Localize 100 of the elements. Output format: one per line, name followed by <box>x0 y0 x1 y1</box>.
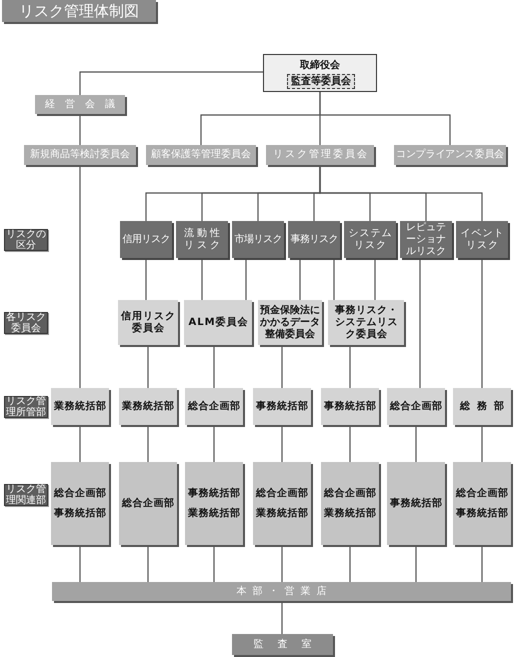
connector-line <box>79 114 81 145</box>
department-box <box>185 388 243 425</box>
risk-category-box <box>120 221 172 258</box>
risk-category-box <box>344 221 396 258</box>
node-label: リスク管理所管部 <box>5 396 47 418</box>
connector-line <box>147 425 149 462</box>
node-label: 総合企画部 <box>54 486 106 500</box>
node-label: 事務統括部 <box>390 496 442 510</box>
node-label: 業務統括部 <box>188 506 240 520</box>
node-label: 事務統括部 <box>324 400 376 412</box>
node-label: 信用リスク委員会 <box>120 310 176 334</box>
node-label: 新規商品等検討委員会 <box>30 149 130 161</box>
committee-box <box>266 145 374 165</box>
node-label: 経営会議 <box>45 98 125 110</box>
node-label: 流動性リスク <box>184 228 224 252</box>
title-banner: リスク管理体制図 <box>2 0 156 22</box>
node-label: レピュテーショナルリスク <box>405 222 447 258</box>
department-box <box>328 300 404 345</box>
node-label: 総務部 <box>460 400 511 412</box>
node-label: 事務リスク・システムリスク委員会 <box>334 304 399 340</box>
connector-line <box>415 545 417 582</box>
connector-line <box>79 545 81 582</box>
connector-line <box>79 71 263 95</box>
connector-line <box>147 545 149 582</box>
department-box <box>51 388 109 425</box>
node-label: 総合企画部 <box>256 486 308 500</box>
connector-line <box>319 92 451 145</box>
connector-line <box>281 425 283 462</box>
node-label: 業務統括部 <box>54 400 106 412</box>
node-label: 事務統括部 <box>256 400 308 412</box>
connector-line <box>201 258 203 300</box>
committee-box <box>35 95 125 114</box>
department-box <box>119 462 177 545</box>
risk-category-box <box>176 221 228 258</box>
node-label: ALM委員会 <box>188 316 249 328</box>
node-label: 信用リスク <box>122 234 170 246</box>
department-box <box>118 300 178 345</box>
node-label: システムリスク <box>348 228 394 252</box>
node-label: コンプライアンス委員会 <box>396 149 504 161</box>
board-box <box>263 54 377 92</box>
node-label: 監査等委員会 <box>291 76 351 88</box>
connector-line <box>147 345 149 388</box>
connector-line <box>281 545 283 582</box>
node-label: 総合企画部 <box>122 496 174 510</box>
node-label: 業務統括部 <box>122 400 174 412</box>
node-label: 事務統括部 <box>54 506 106 520</box>
department-box <box>453 462 511 545</box>
connector-line <box>481 258 483 388</box>
department-box <box>185 462 243 545</box>
node-label: リスクの区分 <box>5 229 47 251</box>
node-label: イベントリスク <box>460 228 506 252</box>
department-box <box>321 388 379 425</box>
node-label: 本部・営業店 <box>236 586 332 598</box>
risk-category-box <box>400 221 452 258</box>
committee-box <box>146 145 256 165</box>
audit-box <box>232 634 333 655</box>
node-label: 総合企画部 <box>188 400 240 412</box>
node-label: 各リスク委員会 <box>5 312 47 334</box>
connector-line <box>374 258 376 300</box>
connector-line <box>281 345 283 388</box>
connector-line <box>419 258 421 388</box>
node-label: 顧客保護等管理委員会 <box>151 149 251 161</box>
connector-line <box>349 545 351 582</box>
connector-line <box>319 165 483 221</box>
node-label: 業務統括部 <box>324 506 376 520</box>
risk-category-box <box>456 221 508 258</box>
connector-line <box>349 425 351 462</box>
department-box <box>253 388 311 425</box>
node-label: 総合企画部 <box>324 486 376 500</box>
node-label: 事務リスク <box>290 234 338 246</box>
node-label: 事務統括部 <box>188 486 240 500</box>
node-label: 取締役会 <box>300 60 340 72</box>
node-label: 監査室 <box>254 638 326 650</box>
connector-line <box>79 165 81 388</box>
node-label: 総合企画部 <box>456 486 508 500</box>
connector-line <box>415 425 417 462</box>
department-box <box>184 300 252 345</box>
branch-bar <box>52 582 511 601</box>
department-box <box>387 388 445 425</box>
connector-line <box>213 345 215 388</box>
connector-line <box>481 425 483 462</box>
department-box <box>253 462 311 545</box>
node-label: 事務統括部 <box>456 506 508 520</box>
connector-line <box>213 425 215 462</box>
committee-box <box>287 74 355 89</box>
node-label: 預金保険法にかかるデータ整備委員会 <box>259 304 321 340</box>
connector-line <box>245 258 247 300</box>
connector-line <box>481 545 483 582</box>
connector-line <box>281 601 283 634</box>
connector-line <box>79 425 81 462</box>
connector-line <box>145 258 147 300</box>
node-label: 業務統括部 <box>256 506 308 520</box>
department-box <box>453 388 511 425</box>
node-label: 市場リスク <box>234 234 282 246</box>
department-box <box>387 462 445 545</box>
connector-line <box>299 258 301 300</box>
node-label: リスク管理関連部 <box>5 484 47 506</box>
connector-line <box>349 345 351 388</box>
department-box <box>321 462 379 545</box>
node-label: 総合企画部 <box>390 400 442 412</box>
